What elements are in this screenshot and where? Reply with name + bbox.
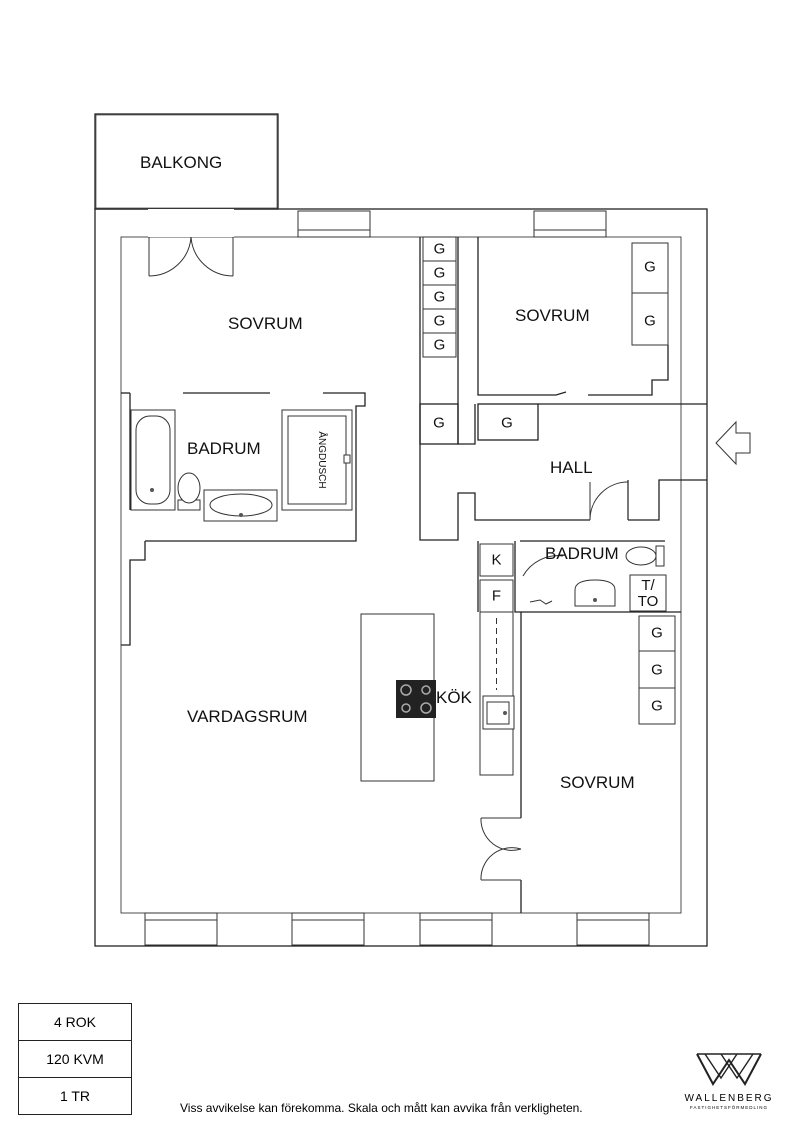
brand-logo: WALLENBERG FASTIGHETSFÖRMEDLING bbox=[668, 1052, 790, 1110]
bedroom-door bbox=[480, 817, 522, 881]
svg-text:G: G bbox=[651, 698, 663, 715]
balcony-door bbox=[148, 209, 234, 277]
washer-dryer: T/ TO bbox=[629, 574, 667, 612]
windows bbox=[144, 210, 650, 946]
room-label-balcony: BALKONG bbox=[140, 153, 222, 172]
svg-text:G: G bbox=[433, 415, 445, 432]
svg-text:G: G bbox=[644, 313, 656, 330]
room-label-hall: HALL bbox=[550, 458, 593, 477]
wardrobe: G bbox=[631, 292, 669, 346]
rooms-count: 4 ROK bbox=[19, 1004, 131, 1041]
svg-text:G: G bbox=[651, 625, 663, 642]
small-bath-shower bbox=[522, 555, 564, 605]
wardrobe: G bbox=[638, 687, 676, 725]
small-bath-washbasin bbox=[574, 579, 616, 607]
w-logo-icon bbox=[696, 1053, 762, 1086]
wardrobe: G bbox=[501, 415, 513, 432]
wardrobes: G G G G G G G G G G G G bbox=[422, 236, 676, 725]
svg-text:T/: T/ bbox=[641, 577, 655, 594]
wardrobe: G bbox=[422, 284, 457, 310]
room-label-bathroom: BADRUM bbox=[545, 544, 619, 563]
brand-name: WALLENBERG bbox=[684, 1093, 774, 1104]
room-label-bedroom: SOVRUM bbox=[228, 314, 303, 333]
room-label-bedroom: SOVRUM bbox=[515, 306, 590, 325]
brand-subtitle: FASTIGHETSFÖRMEDLING bbox=[689, 1105, 768, 1110]
wardrobe: G bbox=[422, 332, 457, 358]
area: 120 KVM bbox=[19, 1041, 131, 1078]
fridge: K bbox=[479, 543, 514, 577]
interior-walls bbox=[121, 237, 707, 913]
svg-text:G: G bbox=[644, 259, 656, 276]
svg-text:G: G bbox=[501, 415, 513, 432]
toilet bbox=[177, 472, 201, 511]
wardrobe: G bbox=[433, 415, 445, 432]
entrance-arrow-icon bbox=[715, 420, 751, 466]
svg-text:F: F bbox=[492, 588, 501, 605]
room-label-bathroom: BADRUM bbox=[187, 439, 261, 458]
floor: 1 TR bbox=[59, 1088, 91, 1104]
small-bath-toilet bbox=[625, 545, 665, 567]
wardrobe: G bbox=[422, 308, 457, 334]
wardrobe: G bbox=[638, 650, 676, 689]
freezer: F bbox=[479, 579, 514, 613]
svg-text:G: G bbox=[434, 337, 446, 354]
property-info-box: 4 ROK 120 KVM 1 TR bbox=[18, 1003, 132, 1115]
svg-text:G: G bbox=[651, 662, 663, 679]
washbasin bbox=[203, 489, 278, 522]
svg-text:ÅNGDUSCH: ÅNGDUSCH bbox=[316, 431, 329, 488]
svg-text:K: K bbox=[491, 552, 501, 569]
svg-text:TO: TO bbox=[638, 593, 659, 610]
disclaimer: Viss avvikelse kan förekomma. Skala och … bbox=[180, 1101, 583, 1115]
entry-door bbox=[589, 480, 629, 521]
kitchen-sink bbox=[482, 695, 515, 730]
svg-text:G: G bbox=[434, 289, 446, 306]
room-label-living-room: VARDAGSRUM bbox=[187, 707, 308, 726]
svg-text:G: G bbox=[434, 241, 446, 258]
wardrobe: G bbox=[422, 236, 457, 262]
exterior-walls bbox=[94, 208, 708, 947]
bathtub bbox=[130, 409, 176, 511]
room-label-bedroom: SOVRUM bbox=[560, 773, 635, 792]
wardrobe: G bbox=[422, 260, 457, 286]
svg-text:G: G bbox=[434, 313, 446, 330]
cooktop bbox=[396, 680, 436, 718]
svg-text:G: G bbox=[434, 265, 446, 282]
wardrobe: G bbox=[638, 615, 676, 652]
room-label-kitchen: KÖK bbox=[436, 688, 473, 707]
wardrobe: G bbox=[631, 242, 669, 294]
steam-shower: ÅNGDUSCH bbox=[281, 409, 353, 511]
kitchen-counter bbox=[479, 611, 514, 776]
